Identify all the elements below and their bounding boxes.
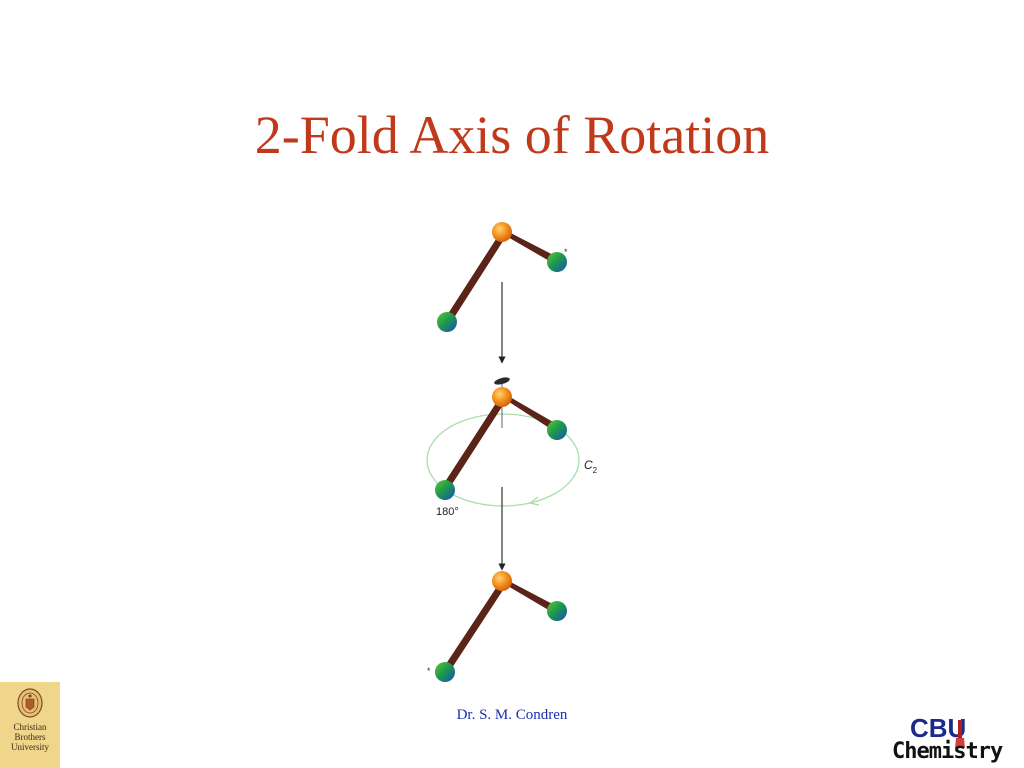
rotation-orbit [426, 413, 580, 507]
bond-long [444, 236, 505, 324]
marker-asterisk: * [564, 247, 568, 257]
seal-text: Christian Brothers University [0, 722, 60, 752]
flask-icon [955, 720, 965, 748]
cbu-logo-bottom: Chemistry [892, 739, 1003, 764]
bond-short [503, 229, 561, 266]
atom-outer-right [547, 420, 567, 440]
slide-title: 2-Fold Axis of Rotation [254, 105, 770, 165]
atom-outer-left [437, 312, 457, 332]
marker-asterisk: * [427, 666, 431, 676]
molecule-initial: * [437, 222, 568, 332]
atom-outer-right [547, 252, 567, 272]
molecule-final: * [427, 571, 567, 682]
cbu-seal-logo: Christian Brothers University [0, 682, 60, 768]
seal-emblem-icon [17, 688, 43, 718]
angle-label: 180° [436, 506, 459, 518]
bond-long [442, 585, 505, 674]
c2-label: C2 [584, 458, 598, 475]
cbu-logo-top: CBU [910, 713, 967, 743]
atom-central [492, 571, 512, 591]
atom-outer-left [435, 480, 455, 500]
bond-short [503, 393, 560, 433]
c2-rotation-diagram: * C2 180° [426, 222, 598, 682]
atom-central [492, 387, 512, 407]
seal-text-line: Christian [13, 722, 47, 732]
c2-axis-symbol [494, 377, 510, 385]
rotation-arrow-icon [528, 496, 540, 506]
footer-author: Dr. S. M. Condren [456, 707, 568, 723]
cbu-chemistry-logo: CBU Chemistry [888, 714, 1014, 768]
seal-text-line: University [11, 742, 49, 752]
atom-outer-left [435, 662, 455, 682]
molecule-rotating: C2 180° [426, 377, 598, 518]
bond-short [503, 578, 560, 615]
atom-central [492, 222, 512, 242]
bond-long [441, 400, 505, 492]
seal-text-line: Brothers [14, 732, 46, 742]
atom-outer-right [547, 601, 567, 621]
